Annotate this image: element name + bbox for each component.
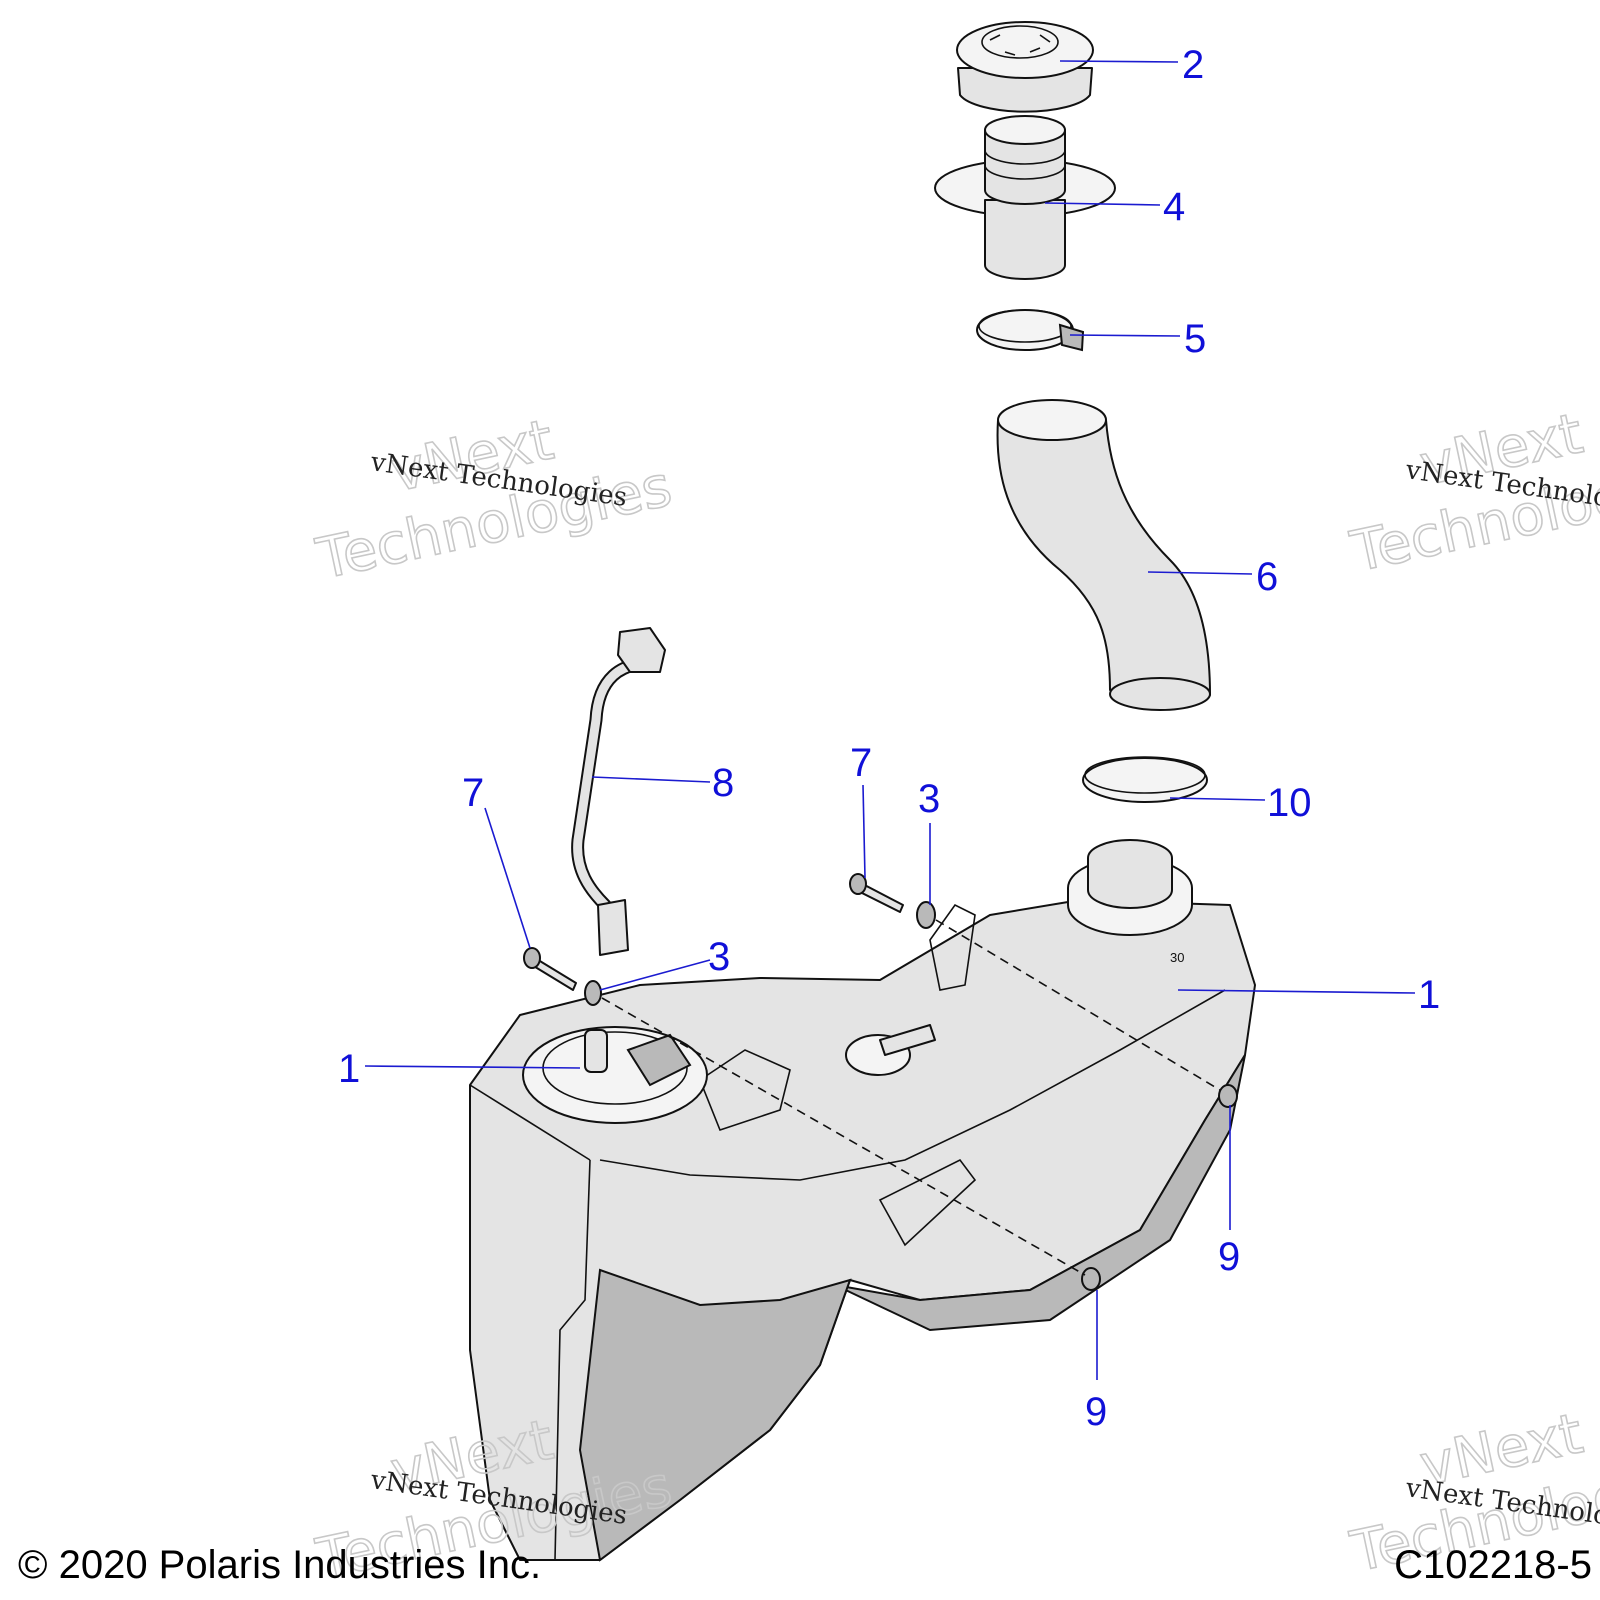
callout-8: 8	[712, 761, 734, 805]
callout-2: 2	[1182, 43, 1204, 87]
drawing-number: C102218-5	[1394, 1543, 1592, 1587]
callout-7-right: 7	[850, 741, 872, 785]
bolt-right[interactable]	[849, 873, 904, 913]
vent-line[interactable]	[571, 627, 666, 956]
hose-clamp-lower[interactable]	[1082, 756, 1208, 803]
hose-clamp-upper[interactable]	[976, 309, 1085, 352]
callout-1-left: 1	[338, 1047, 360, 1091]
callout-6: 6	[1256, 555, 1278, 599]
nut-lower[interactable]	[1081, 1267, 1101, 1291]
callout-9-lower: 9	[1085, 1390, 1107, 1434]
nut-right[interactable]	[1218, 1084, 1238, 1108]
svg-text:30: 30	[1170, 950, 1184, 965]
leader-lines	[364, 60, 1416, 1380]
washer-right[interactable]	[916, 901, 936, 929]
callout-1-right: 1	[1418, 973, 1440, 1017]
callout-3-left: 3	[708, 935, 730, 979]
callout-4: 4	[1163, 185, 1185, 229]
filler-neck[interactable]	[934, 115, 1116, 280]
callout-10: 10	[1267, 781, 1312, 825]
callout-3-right: 3	[918, 777, 940, 821]
washer-left[interactable]	[584, 980, 602, 1006]
filler-hose[interactable]	[996, 399, 1211, 711]
fuel-cap[interactable]	[956, 21, 1094, 113]
callout-5: 5	[1184, 317, 1206, 361]
callout-9-right: 9	[1218, 1235, 1240, 1279]
bolt-left[interactable]	[523, 947, 577, 991]
fuel-tank[interactable]: 30	[469, 839, 1256, 1562]
callout-7-left: 7	[462, 771, 484, 815]
copyright-notice: © 2020 Polaris Industries Inc.	[18, 1543, 542, 1587]
